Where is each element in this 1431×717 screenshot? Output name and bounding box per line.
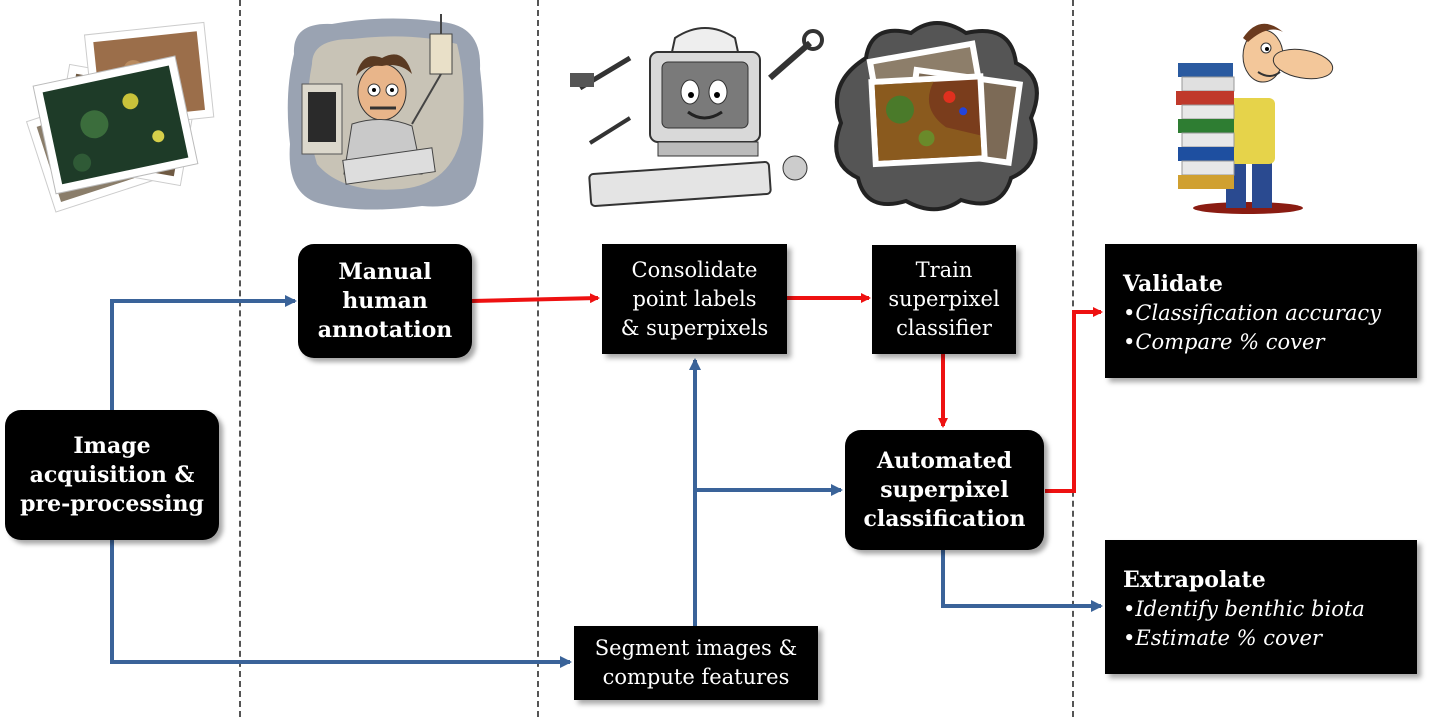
- manual-annotation-box: Manual human annotation: [298, 244, 472, 358]
- validate-title: Validate: [1123, 271, 1223, 297]
- extrapolate-title: Extrapolate: [1123, 567, 1266, 593]
- box-line: compute features: [602, 665, 790, 689]
- train-classifier-box: Train superpixel classifier: [872, 245, 1016, 354]
- segment-images-box: Segment images & compute features: [574, 626, 818, 700]
- box-line: Image: [73, 432, 151, 459]
- box-line: classification: [863, 505, 1026, 532]
- computer-mascot-icon: [570, 27, 824, 207]
- box-line: human: [342, 287, 428, 314]
- box-line: Automated: [877, 447, 1012, 474]
- man-with-books-icon: [1176, 23, 1334, 214]
- arrow-annotation-to-consolidate: [471, 293, 600, 304]
- box-line: annotation: [317, 316, 453, 343]
- box-line: Manual: [338, 258, 432, 285]
- photo-stack-icon: [25, 21, 215, 213]
- automated-classification-box: Automated superpixel classification: [845, 430, 1044, 550]
- box-line: classifier: [896, 316, 992, 340]
- validate-panel: Validate •Classification accuracy •Compa…: [1105, 244, 1417, 378]
- box-line: pre-processing: [20, 490, 204, 517]
- arrow-acquisition-to-annotation: [110, 295, 297, 410]
- box-line: acquisition &: [29, 461, 195, 488]
- extrapolate-bullet: •Identify benthic biota: [1123, 597, 1365, 621]
- image-acquisition-box: Image acquisition & pre-processing: [5, 410, 219, 540]
- column-divider-2: [537, 0, 539, 717]
- box-line: superpixel: [888, 287, 1000, 311]
- stressed-annotator-icon: [287, 14, 484, 210]
- validate-bullet: •Classification accuracy: [1123, 301, 1381, 325]
- column-divider-1: [239, 0, 241, 717]
- box-line: Segment images &: [594, 636, 798, 660]
- box-line: Train: [915, 258, 973, 282]
- validate-bullet: •Compare % cover: [1123, 330, 1325, 354]
- classified-image-cloud-icon: [834, 21, 1039, 212]
- consolidate-box: Consolidate point labels & superpixels: [602, 244, 787, 354]
- arrow-acquisition-to-segment: [110, 540, 572, 668]
- extrapolate-bullet: •Estimate % cover: [1123, 626, 1322, 650]
- box-line: Consolidate: [631, 257, 758, 282]
- arrow-automated-to-validate: [1045, 307, 1103, 493]
- box-line: point labels: [632, 286, 757, 311]
- box-line: superpixel: [880, 476, 1009, 503]
- extrapolate-panel: Extrapolate •Identify benthic biota •Est…: [1105, 540, 1417, 674]
- arrow-automated-to-extrapolate: [941, 550, 1103, 612]
- box-line: & superpixels: [620, 315, 769, 340]
